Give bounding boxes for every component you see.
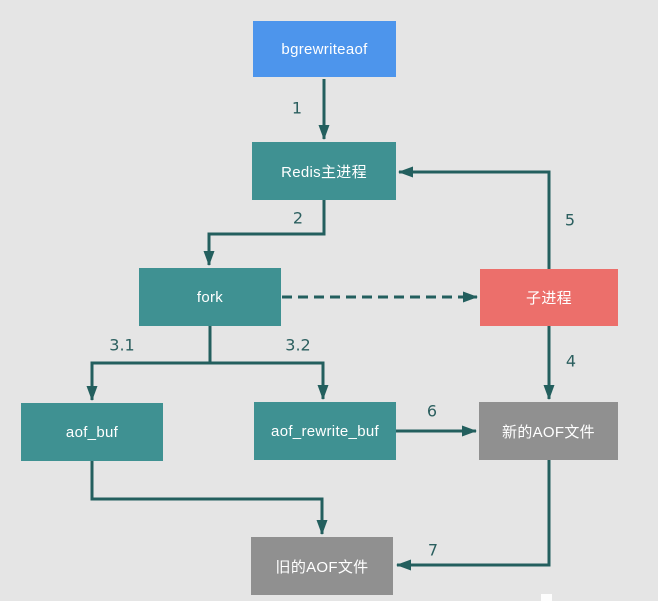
edge-label-5: 5	[564, 210, 576, 230]
edge-3-2-fork-to-aofrewritebuf	[210, 361, 329, 400]
edge-label-1: 1	[291, 98, 303, 118]
node-old-aof-file: 旧的AOF文件	[251, 537, 393, 595]
node-new-aof-file-label: 新的AOF文件	[502, 423, 595, 441]
edge-label-7: 7	[427, 540, 439, 560]
node-new-aof-file: 新的AOF文件	[479, 402, 618, 460]
node-fork-label: fork	[196, 288, 224, 306]
node-fork: fork	[139, 268, 281, 326]
edge-label-3-1: 3.1	[109, 335, 135, 355]
node-redis-main-process: Redis主进程	[252, 142, 396, 200]
edge-7-newaof-to-oldaof	[396, 460, 551, 571]
node-aof-rewrite-buf-label: aof_rewrite_buf	[271, 422, 379, 440]
edge-label-4: 4	[565, 351, 577, 371]
node-aof-buf: aof_buf	[21, 403, 163, 461]
edge-aofbuf-to-oldaof	[90, 461, 328, 535]
node-child-process: 子进程	[480, 269, 618, 326]
node-old-aof-file-label: 旧的AOF文件	[275, 558, 369, 576]
node-aof-buf-label: aof_buf	[65, 423, 119, 441]
node-child-process-label: 子进程	[526, 290, 572, 307]
node-bgrewriteaof: bgrewriteaof	[253, 21, 396, 77]
edge-label-3-2: 3.2	[285, 335, 311, 355]
edge-2-redis-to-fork	[203, 200, 326, 266]
edge-label-6: 6	[426, 401, 438, 421]
edge-3-1-fork-to-aofbuf	[86, 361, 210, 401]
node-bgrewriteaof-label: bgrewriteaof	[281, 40, 368, 58]
node-aof-rewrite-buf: aof_rewrite_buf	[254, 402, 396, 460]
edge-5-child-to-redis	[398, 166, 551, 269]
edge-label-2: 2	[292, 208, 304, 228]
node-redis-main-process-label: Redis主进程	[281, 163, 367, 181]
resize-handle	[541, 594, 552, 601]
